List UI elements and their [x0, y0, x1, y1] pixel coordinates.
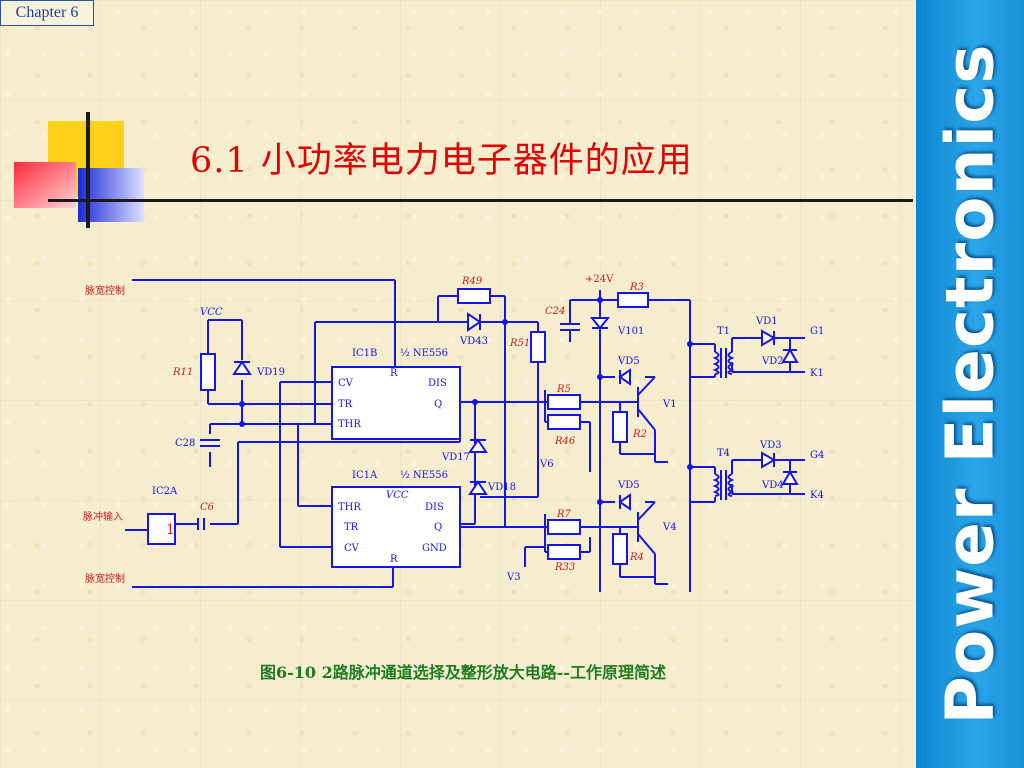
- label-vd5-top: VD5: [617, 356, 640, 367]
- label-ic2a: IC2A: [152, 486, 178, 497]
- resistor-r33: [547, 544, 581, 560]
- label-ne556-b: ½ NE556: [400, 348, 448, 359]
- label-v6: V6: [539, 459, 554, 470]
- label-vd17: VD17: [441, 452, 470, 463]
- pin-dis-a: DIS: [425, 502, 444, 513]
- label-vd3: VD3: [759, 440, 782, 451]
- label-c6: C6: [200, 502, 215, 513]
- label-v1: V1: [662, 399, 677, 410]
- logo-vertical-bar: [86, 112, 90, 228]
- diode-vd19: [232, 360, 252, 375]
- label-k4: K4: [810, 490, 824, 501]
- label-r5: R5: [556, 384, 571, 395]
- slide-logo: [14, 112, 144, 228]
- label-r33: R33: [554, 562, 575, 573]
- label-r4: R4: [629, 552, 644, 563]
- resistor-r49: [457, 288, 491, 304]
- label-v101: V101: [617, 326, 644, 337]
- diode-vd1: [761, 329, 776, 347]
- label-vd4: VD4: [761, 480, 784, 491]
- label-ic1a: IC1A: [352, 470, 378, 481]
- diode-vd4: [781, 470, 799, 485]
- label-pwm-top: 脉宽控制: [85, 284, 125, 297]
- label-g1: G1: [810, 326, 824, 337]
- resistor-r3: [617, 292, 649, 308]
- label-ic1b: IC1B: [352, 348, 377, 359]
- label-g4: G4: [810, 450, 824, 461]
- slide-title: 6.1 小功率电力电子器件的应用: [190, 141, 693, 181]
- label-vcc: VCC: [200, 307, 223, 318]
- resistor-r2: [612, 411, 628, 443]
- resistor-r7: [547, 519, 581, 535]
- label-r51: R51: [509, 338, 530, 349]
- pin-r-b: R: [390, 368, 398, 379]
- transformer-t1-secondary: [727, 351, 735, 375]
- pin-q-a: Q: [434, 522, 442, 533]
- label-t1: T1: [717, 326, 730, 337]
- resistor-r5: [547, 394, 581, 410]
- label-r7: R7: [556, 509, 572, 520]
- label-vd2: VD2: [761, 356, 784, 367]
- label-v3: V3: [506, 572, 521, 583]
- label-r49: R49: [461, 276, 483, 287]
- pin-vcc-a: VCC: [386, 490, 409, 501]
- diode-v101: [589, 317, 611, 330]
- title-rule: [48, 199, 913, 202]
- resistor-r51: [530, 331, 546, 363]
- ic2a-gate-label: 1: [166, 522, 175, 538]
- label-vd5-bottom: VD5: [617, 480, 640, 491]
- diode-vd5-top: [618, 368, 631, 386]
- label-24v: +24V: [585, 274, 614, 285]
- label-v4: V4: [662, 522, 677, 533]
- circuit-diagram: 脉宽控制 脉宽控制 脉冲输入 VCC R11 C28 VD19 R49 VD43…: [83, 274, 824, 592]
- resistor-r46: [547, 414, 581, 430]
- ic1b-box: [331, 366, 461, 440]
- label-pulse-in: 脉冲输入: [83, 510, 123, 523]
- label-r11: R11: [172, 367, 193, 378]
- label-k1: K1: [810, 368, 824, 379]
- ic2a-gate: [147, 513, 176, 545]
- pin-dis-b: DIS: [428, 378, 447, 389]
- label-c28: C28: [175, 438, 195, 449]
- diode-vd3: [761, 451, 776, 469]
- label-r3: R3: [629, 282, 644, 293]
- transformer-t4-secondary: [727, 473, 735, 497]
- label-r2: R2: [632, 429, 647, 440]
- pin-tr-a: TR: [344, 522, 359, 533]
- label-r46: R46: [554, 436, 576, 447]
- diode-vd17: [468, 438, 488, 453]
- diode-vd5-bottom: [618, 493, 631, 511]
- transformer-t1-primary: [712, 351, 720, 375]
- label-ne556-a: ½ NE556: [400, 470, 448, 481]
- pin-thr-b: THR: [338, 419, 361, 430]
- chapter-tag: Chapter 6: [0, 0, 94, 26]
- label-c24: C24: [545, 306, 565, 317]
- diode-vd2: [781, 348, 799, 363]
- side-banner: Power Electronics: [916, 0, 1024, 768]
- label-t4: T4: [717, 448, 730, 459]
- transformer-t4-primary: [712, 473, 720, 497]
- figure-caption: 图6-10 2路脉冲通道选择及整形放大电路--工作原理简述: [260, 663, 667, 682]
- side-banner-text: Power Electronics: [931, 43, 1009, 725]
- label-vd19: VD19: [256, 367, 285, 378]
- pin-r-a: R: [390, 554, 398, 565]
- pin-cv-a: CV: [344, 543, 360, 554]
- pin-q-b: Q: [434, 399, 442, 410]
- resistor-r11: [200, 353, 216, 391]
- pin-tr-b: TR: [338, 399, 353, 410]
- diode-vd18: [468, 480, 488, 495]
- label-vd18: VD18: [487, 482, 516, 493]
- pin-cv-b: CV: [338, 378, 354, 389]
- label-pwm-bottom: 脉宽控制: [85, 572, 125, 585]
- diode-vd43: [467, 312, 482, 332]
- label-vd43: VD43: [459, 336, 488, 347]
- label-vd1: VD1: [755, 316, 778, 327]
- ic1a-box: [331, 486, 461, 568]
- resistor-r4: [612, 533, 628, 565]
- pin-thr-a: THR: [338, 502, 361, 513]
- pin-gnd-a: GND: [422, 543, 447, 554]
